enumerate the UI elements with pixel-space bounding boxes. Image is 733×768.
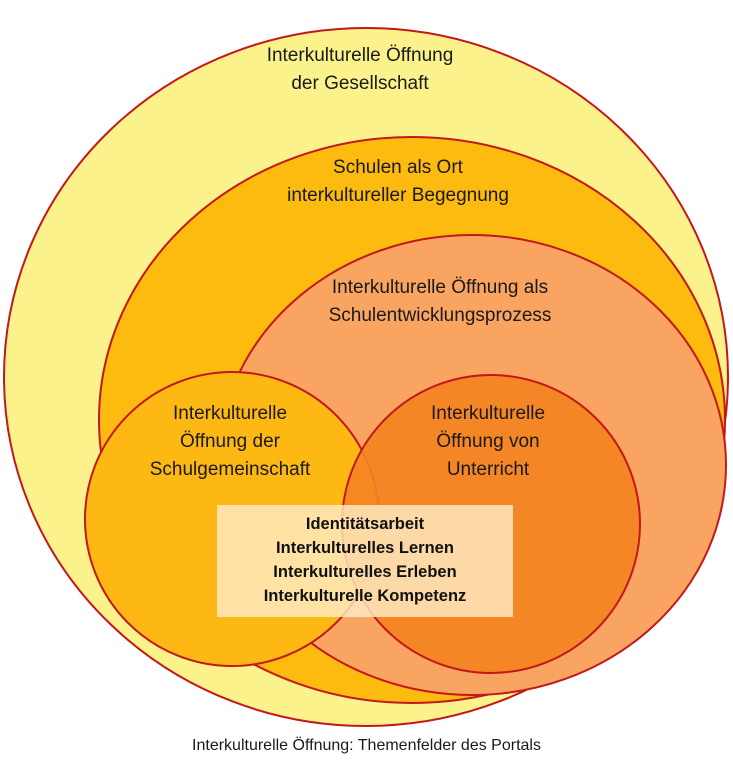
core-topic-1: Identitätsarbeit — [305, 515, 425, 533]
core-topic-2: Interkulturelles Lernen — [276, 539, 454, 557]
community-label-line-1: Interkulturelle — [172, 403, 288, 424]
society-label-line-1: Interkulturelle Öffnung — [266, 45, 454, 66]
society-label-line-2: der Gesellschaft — [291, 73, 429, 94]
process-label: Interkulturelle Öffnung als Schulentwick… — [280, 274, 600, 330]
teaching-label-line-3: Unterricht — [446, 459, 530, 480]
process-label-line-1: Interkulturelle Öffnung als — [331, 277, 549, 298]
school-label-line-2: interkultureller Begegnung — [287, 185, 509, 206]
core-topics-box: Identitätsarbeit Interkulturelles Lernen… — [217, 505, 513, 617]
core-topic-3: Interkulturelles Erleben — [273, 563, 457, 581]
teaching-label: Interkulturelle Öffnung von Unterricht — [378, 400, 598, 484]
figure-caption: Interkulturelle Öffnung: Themenfelder de… — [192, 737, 541, 754]
school-label-line-1: Schulen als Ort — [333, 157, 463, 178]
school-label: Schulen als Ort interkultureller Begegnu… — [238, 154, 558, 210]
core-topic-4: Interkulturelle Kompetenz — [263, 587, 467, 605]
process-label-line-2: Schulentwicklungsprozess — [328, 305, 552, 326]
community-label-line-3: Schulgemeinschaft — [149, 459, 311, 480]
teaching-label-line-2: Öffnung von — [436, 431, 540, 452]
society-label: Interkulturelle Öffnung der Gesellschaft — [200, 42, 520, 98]
community-label: Interkulturelle Öffnung der Schulgemeins… — [120, 400, 340, 484]
teaching-label-line-1: Interkulturelle — [430, 403, 546, 424]
community-label-line-2: Öffnung der — [179, 431, 280, 452]
